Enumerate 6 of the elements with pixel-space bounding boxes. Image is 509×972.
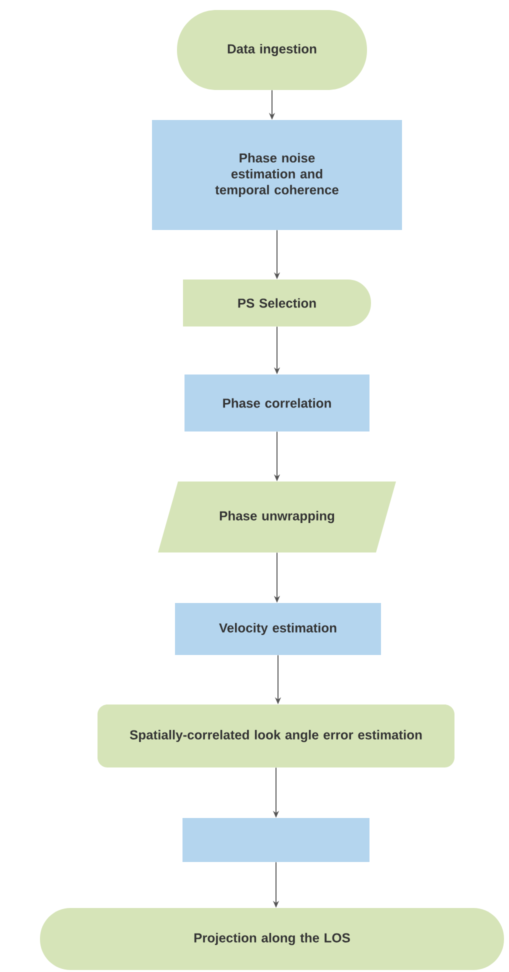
process-box: Velocity estimation — [175, 603, 381, 655]
rounded-process-box: Spatially-correlated look angle error estimation — [98, 704, 454, 768]
data-parallelogram: Phase unwrapping — [158, 482, 396, 552]
process-box: Phase noise estimation and temporal coherence — [152, 120, 402, 230]
process-box: Phase correlation — [184, 374, 370, 432]
process-box — [182, 818, 370, 862]
